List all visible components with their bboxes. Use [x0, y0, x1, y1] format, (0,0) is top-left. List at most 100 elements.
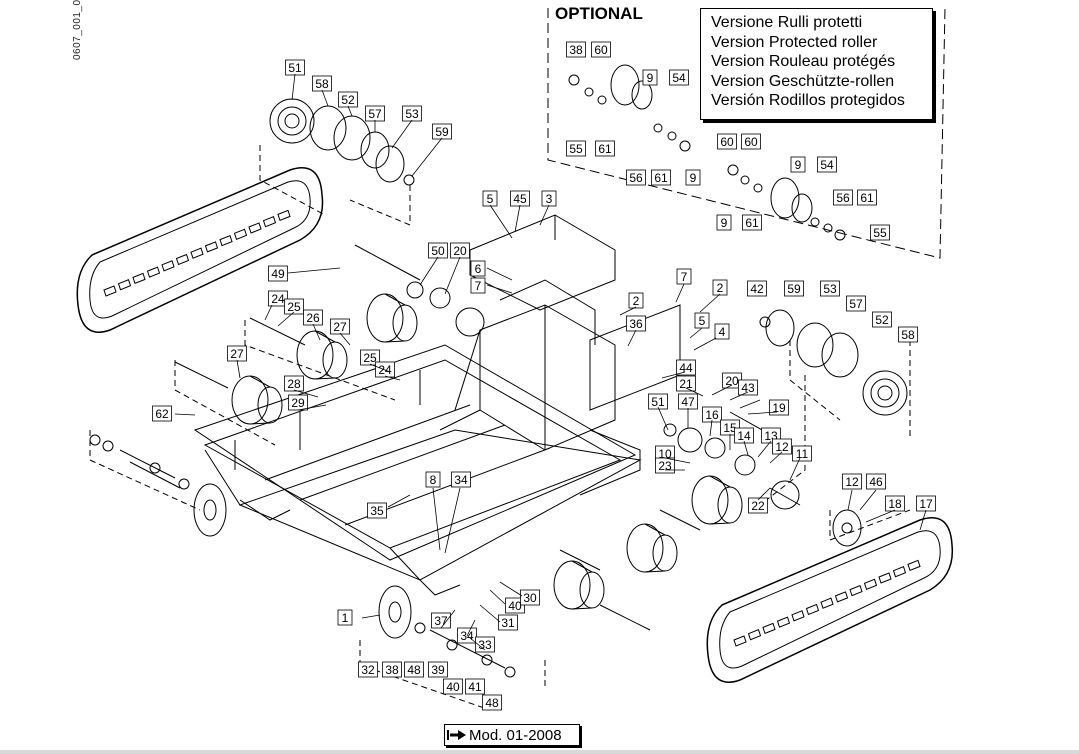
callout-box	[734, 427, 754, 444]
callout-33: 33	[475, 636, 495, 653]
tread-lug	[820, 597, 834, 609]
callout-box	[846, 295, 866, 312]
callout-number: 56	[629, 171, 643, 185]
callout-52: 52	[338, 91, 358, 108]
callout-number: 62	[155, 407, 169, 421]
callout-51: 51	[648, 393, 668, 410]
callout-46: 46	[866, 473, 886, 490]
callout-number: 39	[431, 663, 445, 677]
callout-25: 25	[360, 349, 380, 366]
callout-box	[642, 69, 658, 86]
callout-number: 53	[405, 107, 419, 121]
callout-59: 59	[432, 123, 452, 140]
callout-box	[817, 156, 837, 173]
callout-box	[428, 661, 448, 678]
callout-number: 51	[288, 61, 302, 75]
callout-box	[465, 678, 485, 695]
callout-number: 52	[341, 93, 355, 107]
callout-9: 9	[685, 169, 701, 186]
callout-number: 1	[342, 611, 349, 625]
callout-number: 16	[705, 408, 719, 422]
callout-54: 54	[817, 156, 837, 173]
callout-27: 27	[227, 345, 247, 362]
version-line-es: Versión Rodillos protegidos	[711, 92, 905, 109]
callout-53: 53	[820, 280, 840, 297]
callout-number: 54	[672, 71, 686, 85]
callout-number: 50	[431, 244, 445, 258]
callout-box	[898, 326, 918, 343]
callout-25: 25	[284, 298, 304, 315]
callout-box	[870, 224, 890, 241]
callout-number: 7	[681, 270, 688, 284]
callout-box	[360, 349, 380, 366]
callout-box	[741, 133, 761, 150]
callout-number: 5	[699, 314, 706, 328]
callout-23: 23	[655, 457, 675, 474]
tread-lug	[103, 285, 117, 297]
optional-version-legend: Versione Rulli protetti Version Protecte…	[700, 8, 933, 120]
model-note: Mod. 01-2008	[469, 726, 562, 744]
callout-number: 61	[598, 142, 612, 156]
callout-number: 55	[873, 226, 887, 240]
callout-number: 56	[836, 191, 850, 205]
callout-number: 9	[795, 158, 802, 172]
callout-box	[769, 399, 789, 416]
track-left-upper	[76, 167, 324, 333]
callout-62: 62	[152, 405, 172, 422]
callout-42: 42	[747, 280, 767, 297]
callout-24: 24	[268, 290, 288, 307]
callout-number: 9	[721, 216, 728, 230]
callout-number: 27	[333, 320, 347, 334]
callout-61: 61	[857, 189, 877, 206]
callout-number: 29	[291, 396, 305, 410]
callout-9: 9	[716, 214, 732, 231]
callout-box	[626, 315, 646, 332]
callout-59: 59	[784, 280, 804, 297]
callout-box	[382, 661, 402, 678]
tread-lug	[219, 234, 233, 247]
callout-box	[284, 298, 304, 315]
callout-number: 38	[569, 43, 583, 57]
callout-box	[885, 495, 905, 512]
callout-55: 55	[870, 224, 890, 241]
callout-60: 60	[741, 133, 761, 150]
model-note-box: Mod. 01-2008	[444, 724, 580, 746]
callout-18: 18	[885, 495, 905, 512]
callout-number: 60	[594, 43, 608, 57]
callout-box	[268, 290, 288, 307]
callout-box	[833, 189, 853, 206]
callout-17: 17	[916, 495, 936, 512]
callout-52: 52	[872, 311, 892, 328]
callout-40: 40	[443, 678, 463, 695]
callout-39: 39	[428, 661, 448, 678]
callout-number: 24	[271, 292, 285, 306]
callout-49: 49	[268, 265, 288, 282]
callout-box	[784, 280, 804, 297]
tread-lug	[892, 566, 907, 578]
callout-box	[358, 661, 378, 678]
callout-number: 57	[368, 107, 382, 121]
callout-box	[676, 359, 696, 376]
bottom-rule	[0, 750, 1079, 754]
callout-number: 61	[654, 171, 668, 185]
callout-34: 34	[451, 471, 471, 488]
tread-lug	[262, 216, 277, 228]
callout-box	[505, 597, 525, 614]
callout-number: 9	[690, 171, 697, 185]
callout-number: 32	[361, 663, 375, 677]
callout-box	[714, 323, 730, 340]
callout-number: 33	[478, 638, 492, 652]
callout-number: 2	[633, 294, 640, 308]
callout-box	[482, 694, 502, 711]
callout-27: 27	[330, 318, 350, 335]
callout-box	[872, 311, 892, 328]
callout-61: 61	[742, 214, 762, 231]
tread-lug	[175, 253, 190, 266]
callout-box	[712, 279, 728, 296]
tread-lug	[161, 260, 175, 272]
callout-58: 58	[312, 75, 332, 92]
callout-box	[595, 140, 615, 157]
tread-lug	[834, 591, 849, 603]
